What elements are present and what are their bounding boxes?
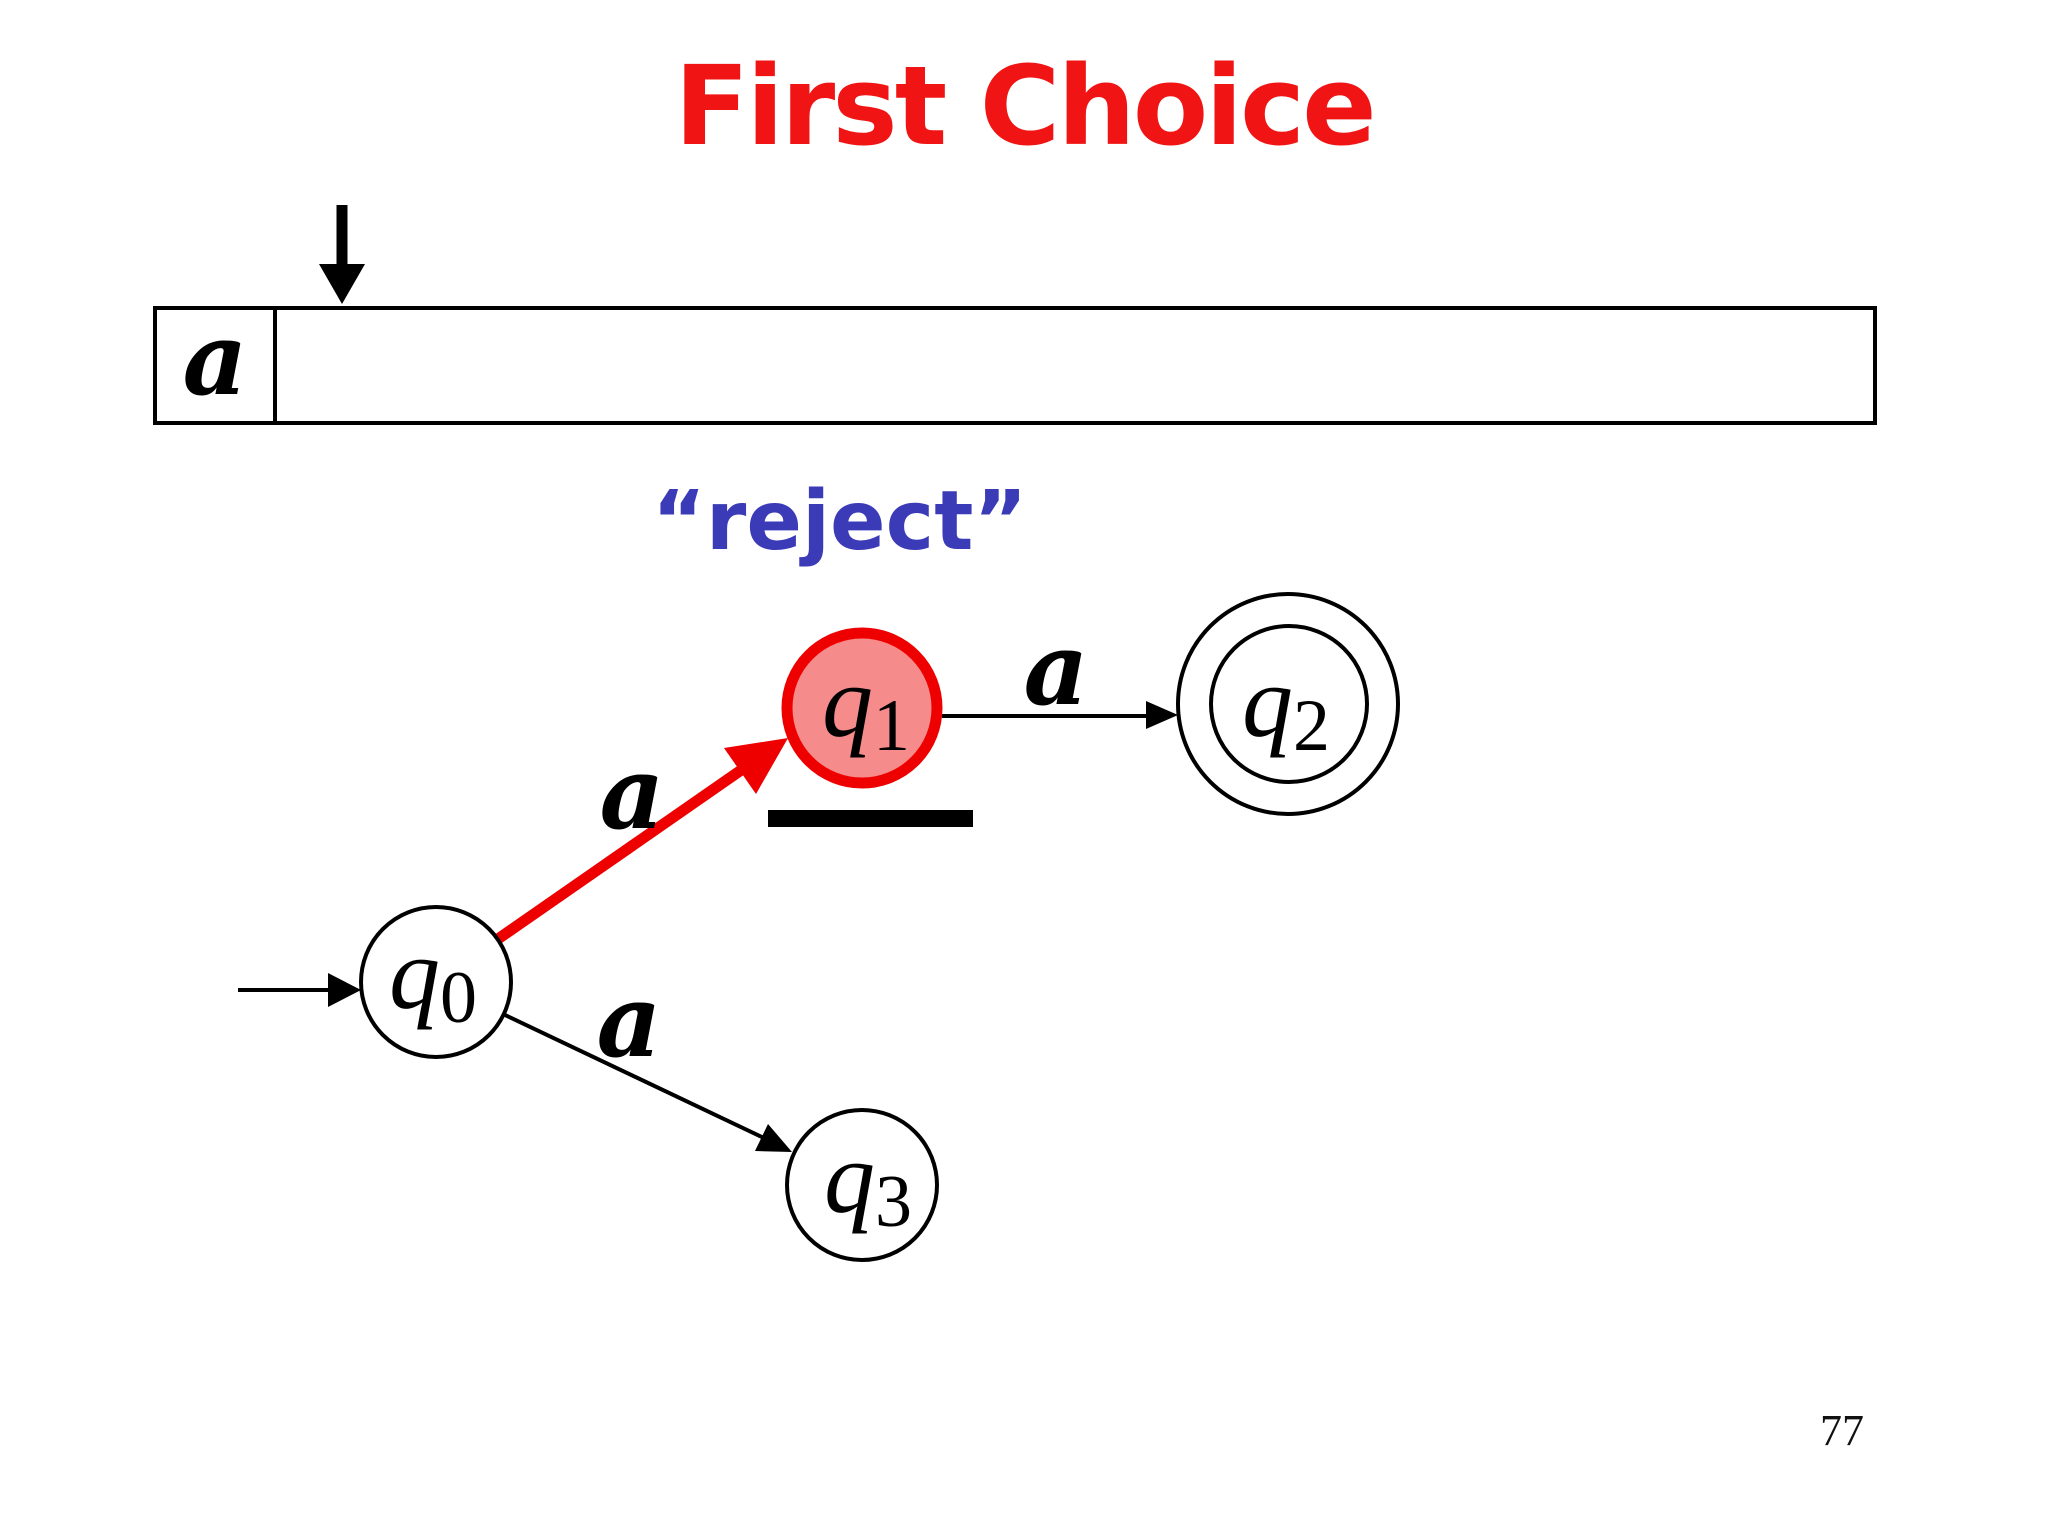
- state-q1-label-sub: 1: [873, 685, 910, 767]
- transition-q1-q2-label: a: [1024, 610, 1089, 728]
- transition-q0-q3-label: a: [597, 962, 662, 1080]
- transition-q0-q1-label: a: [600, 734, 665, 852]
- start-arrowhead-icon: [328, 973, 361, 1007]
- state-q0-label-sub: 0: [440, 957, 477, 1039]
- q1-underline-marker: [768, 810, 973, 827]
- state-q0-label: q0: [389, 918, 477, 1039]
- transition-q0-q3-arrowhead-icon: [755, 1124, 792, 1152]
- state-q0-label-main: q: [389, 918, 440, 1031]
- state-q1-label: q1: [822, 646, 910, 767]
- state-q2-inner-circle: [1209, 624, 1369, 784]
- state-q3-label-main: q: [824, 1122, 875, 1235]
- tape-cell: a: [157, 299, 277, 421]
- state-q2-label-main: q: [1242, 646, 1293, 759]
- slide-title: First Choice: [674, 42, 1377, 170]
- transition-q0-q3-line: [504, 1013, 767, 1141]
- state-q0-circle: [359, 905, 513, 1059]
- state-q3-label-sub: 3: [875, 1161, 912, 1243]
- tape-head-arrow-icon: [319, 264, 365, 304]
- state-q2-label: q2: [1242, 646, 1330, 767]
- state-q1-circle: [781, 627, 943, 789]
- tape-cell-symbol: a: [182, 299, 248, 418]
- state-q3-circle: [785, 1108, 939, 1262]
- page-number: 77: [1820, 1406, 1864, 1455]
- state-q1-label-main: q: [822, 646, 873, 759]
- transition-q1-q2-arrowhead-icon: [1146, 701, 1178, 729]
- transition-q0-q1-line: [494, 761, 751, 944]
- state-q3-label: q3: [824, 1122, 912, 1243]
- transition-q0-q1-arrowhead-icon: [724, 738, 788, 794]
- reject-annotation: “reject”: [652, 474, 1028, 569]
- state-q2-label-sub: 2: [1293, 685, 1330, 767]
- input-tape: a: [153, 306, 1877, 425]
